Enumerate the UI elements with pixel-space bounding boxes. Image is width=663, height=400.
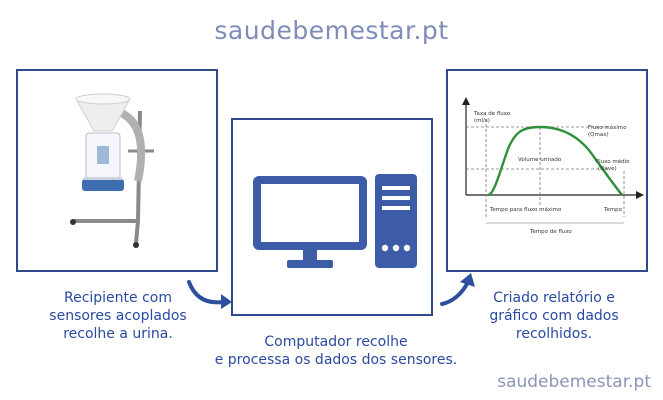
site-title: saudebemestar.pt [214, 16, 449, 45]
collection-device-panel [16, 69, 218, 272]
y-axis-label-2: (ml/s) [474, 118, 490, 124]
computer-caption-line-1: Computador recolhe [264, 334, 408, 350]
arrow-to-computer-icon [187, 280, 232, 309]
collection-caption: Recipiente com sensores acoplados recolh… [28, 289, 208, 343]
footer-watermark: saudebemestar.pt [497, 372, 651, 392]
peak-label-1: Fluxo máximo [588, 124, 627, 131]
uroflow-curve-graph: Taxa de fluxo (ml/s) Fluxo máximo (Qmax)… [462, 97, 644, 235]
collection-caption-line-3: recolhe a urina. [63, 326, 173, 342]
time-to-peak-label: Tempo para fluxo máximo [489, 206, 562, 213]
computer-caption: Computador recolhe e processa os dados d… [196, 333, 476, 369]
report-caption: Criado relatório e gráfico com dados rec… [464, 289, 644, 343]
flow-graph-panel: Taxa de fluxo (ml/s) Fluxo máximo (Qmax)… [446, 69, 648, 272]
volume-label: Volume urinado [518, 157, 562, 163]
time-label: Tempo [603, 207, 623, 213]
report-caption-line-3: recolhidos. [515, 326, 593, 342]
report-caption-line-2: gráfico com dados [489, 308, 619, 324]
uroflowmeter-image [70, 93, 154, 248]
report-caption-line-1: Criado relatório e [493, 290, 615, 306]
collection-caption-line-2: sensores acoplados [49, 308, 187, 324]
collection-caption-line-1: Recipiente com [63, 290, 172, 306]
computer-panel [231, 118, 433, 316]
computer-caption-line-2: e processa os dados dos sensores. [214, 352, 458, 368]
computer-icon [253, 174, 417, 268]
flow-curve [487, 125, 623, 197]
average-label-2: (Qave) [598, 166, 617, 172]
arrow-to-graph-icon [440, 273, 475, 306]
peak-label-2: (Qmax) [588, 132, 609, 138]
y-axis-label-1: Taxa de fluxo [473, 111, 511, 117]
flow-time-label: Tempo de fluxo [529, 229, 572, 235]
average-label-1: Fluxo médio [596, 158, 630, 165]
